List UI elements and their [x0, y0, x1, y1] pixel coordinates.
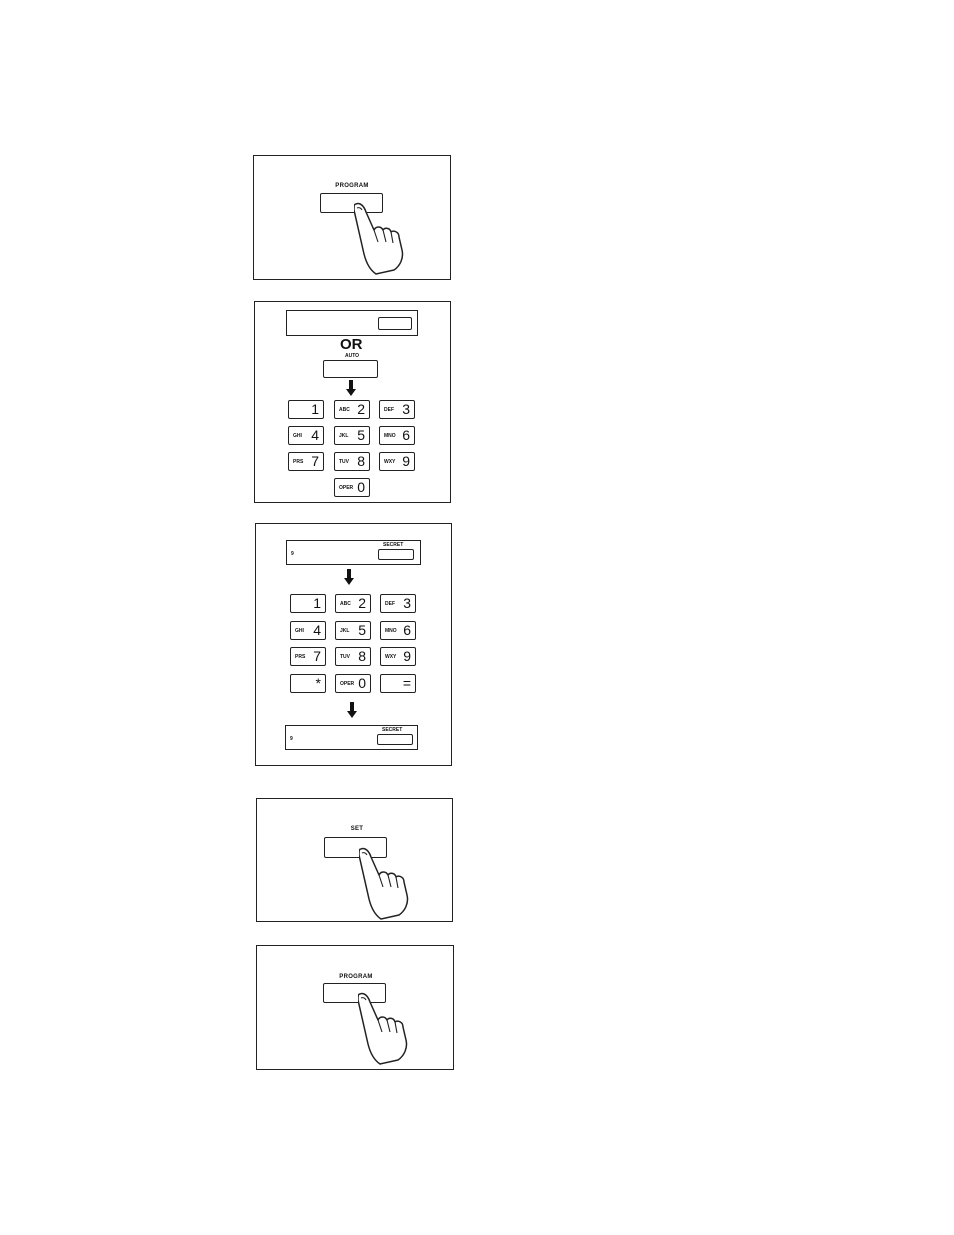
- key-digit: 0: [357, 480, 365, 495]
- key-letters: WXY: [385, 654, 396, 660]
- set-label: SET: [327, 826, 387, 832]
- display-digit: 9: [291, 551, 294, 557]
- key-3[interactable]: DEF 3: [379, 400, 415, 419]
- key-8[interactable]: TUV 8: [334, 452, 370, 471]
- secret-button-top[interactable]: [378, 549, 414, 560]
- secret-label-bottom: SECRET: [382, 727, 402, 733]
- key-7[interactable]: PRS 7: [288, 452, 324, 471]
- secret-label-top: SECRET: [383, 542, 403, 548]
- key-1[interactable]: 1: [290, 594, 326, 613]
- key-2[interactable]: ABC 2: [334, 400, 370, 419]
- display-digit: 9: [290, 736, 293, 742]
- key-digit: 9: [402, 454, 410, 469]
- pointing-hand-icon: [358, 992, 418, 1072]
- down-arrow-icon: [347, 702, 357, 718]
- key-digit: 1: [311, 402, 319, 417]
- key-equals[interactable]: =: [380, 674, 416, 693]
- display-strip: [286, 310, 418, 336]
- pointing-hand-icon: [354, 202, 414, 282]
- key-9[interactable]: WXY 9: [380, 647, 416, 666]
- display-button[interactable]: [378, 317, 412, 330]
- key-letters: OPER: [340, 681, 354, 687]
- key-digit: *: [316, 676, 321, 691]
- display-strip-bottom: 9 SECRET: [285, 725, 418, 750]
- secret-button-bottom[interactable]: [377, 734, 413, 745]
- key-letters: DEF: [384, 407, 394, 413]
- key-digit: 0: [358, 676, 366, 691]
- key-digit: 2: [358, 596, 366, 611]
- step1-panel: PROGRAM: [253, 155, 451, 280]
- key-letters: MNO: [385, 628, 397, 634]
- key-letters: MNO: [384, 433, 396, 439]
- key-7[interactable]: PRS 7: [290, 647, 326, 666]
- key-digit: 6: [402, 428, 410, 443]
- key-2[interactable]: ABC 2: [335, 594, 371, 613]
- program-label: PROGRAM: [322, 183, 382, 189]
- key-letters: PRS: [293, 459, 303, 465]
- key-letters: TUV: [340, 654, 350, 660]
- down-arrow-icon: [346, 380, 356, 396]
- key-1[interactable]: 1: [288, 400, 324, 419]
- key-digit: 9: [403, 649, 411, 664]
- key-3[interactable]: DEF 3: [380, 594, 416, 613]
- auto-button[interactable]: [323, 360, 378, 378]
- key-6[interactable]: MNO 6: [380, 621, 416, 640]
- key-digit: 5: [357, 428, 365, 443]
- key-digit: 6: [403, 623, 411, 638]
- key-digit: 8: [358, 649, 366, 664]
- key-4[interactable]: GHI 4: [290, 621, 326, 640]
- key-letters: GHI: [295, 628, 304, 634]
- key-letters: OPER: [339, 485, 353, 491]
- or-text: OR: [340, 336, 363, 353]
- key-letters: DEF: [385, 601, 395, 607]
- step4-panel: SET: [256, 798, 453, 922]
- display-strip-top: 9 SECRET: [286, 540, 421, 565]
- down-arrow-icon: [344, 569, 354, 585]
- key-letters: ABC: [339, 407, 350, 413]
- key-star[interactable]: *: [290, 674, 326, 693]
- key-digit: 7: [311, 454, 319, 469]
- step5-panel: PROGRAM: [256, 945, 454, 1070]
- key-digit: 5: [358, 623, 366, 638]
- key-digit: 3: [403, 596, 411, 611]
- key-9[interactable]: WXY 9: [379, 452, 415, 471]
- key-letters: PRS: [295, 654, 305, 660]
- key-letters: ABC: [340, 601, 351, 607]
- key-4[interactable]: GHI 4: [288, 426, 324, 445]
- key-0[interactable]: OPER 0: [334, 478, 370, 497]
- key-digit: 3: [402, 402, 410, 417]
- auto-label: AUTO: [345, 353, 359, 359]
- key-letters: WXY: [384, 459, 395, 465]
- key-5[interactable]: JKL 5: [335, 621, 371, 640]
- key-digit: 4: [313, 623, 321, 638]
- program-label: PROGRAM: [326, 974, 386, 980]
- key-digit: 8: [357, 454, 365, 469]
- key-letters: JKL: [340, 628, 349, 634]
- key-0[interactable]: OPER 0: [335, 674, 371, 693]
- key-digit: 2: [357, 402, 365, 417]
- key-digit: 1: [313, 596, 321, 611]
- key-letters: JKL: [339, 433, 348, 439]
- pointing-hand-icon: [359, 847, 419, 927]
- key-8[interactable]: TUV 8: [335, 647, 371, 666]
- key-digit: 4: [311, 428, 319, 443]
- key-digit: 7: [313, 649, 321, 664]
- key-6[interactable]: MNO 6: [379, 426, 415, 445]
- key-letters: TUV: [339, 459, 349, 465]
- key-5[interactable]: JKL 5: [334, 426, 370, 445]
- key-letters: GHI: [293, 433, 302, 439]
- key-digit: =: [403, 676, 411, 691]
